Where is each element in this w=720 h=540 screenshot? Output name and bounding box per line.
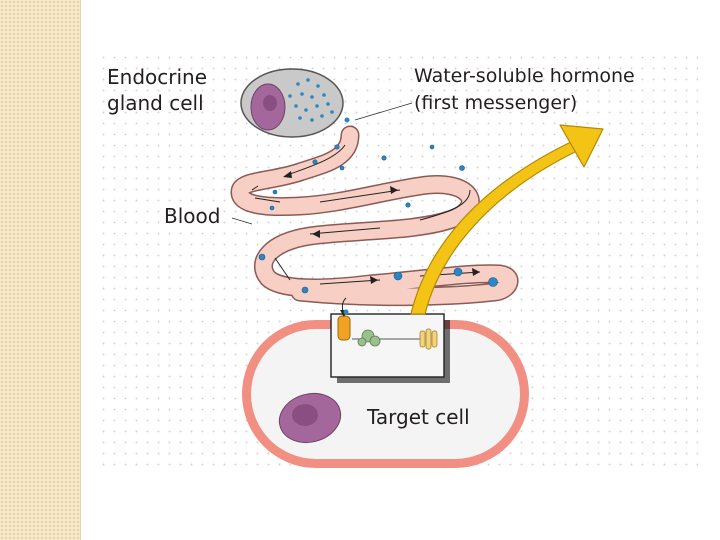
blood-pointer-line <box>231 217 253 225</box>
endocrine-gland-label-line2: gland cell <box>107 91 204 115</box>
released-hormone-dot <box>344 117 350 123</box>
hormone-label-line1: Water-soluble hormone <box>414 65 635 87</box>
enzyme-icon <box>419 328 438 350</box>
signal-arrow <box>410 124 604 315</box>
blood-label: Blood <box>164 204 220 228</box>
endocrine-gland-label-line1: Endocrine <box>107 65 207 89</box>
g-protein-icon <box>357 329 381 347</box>
receptor-box <box>330 297 450 383</box>
hormone-label-line2: (first messenger) <box>414 92 577 114</box>
flow-arrowheads <box>283 171 480 284</box>
receptor-icon <box>337 315 351 341</box>
blood-vessel <box>230 125 519 307</box>
endocrine-gland-cell <box>240 68 344 138</box>
target-cell-label: Target cell <box>366 405 470 429</box>
blood-hormone-dots <box>258 144 498 294</box>
target-cell <box>242 320 529 468</box>
hormone-pointer-line <box>354 102 413 121</box>
decorative-side-strip <box>0 0 81 540</box>
secretory-granules <box>288 78 334 122</box>
